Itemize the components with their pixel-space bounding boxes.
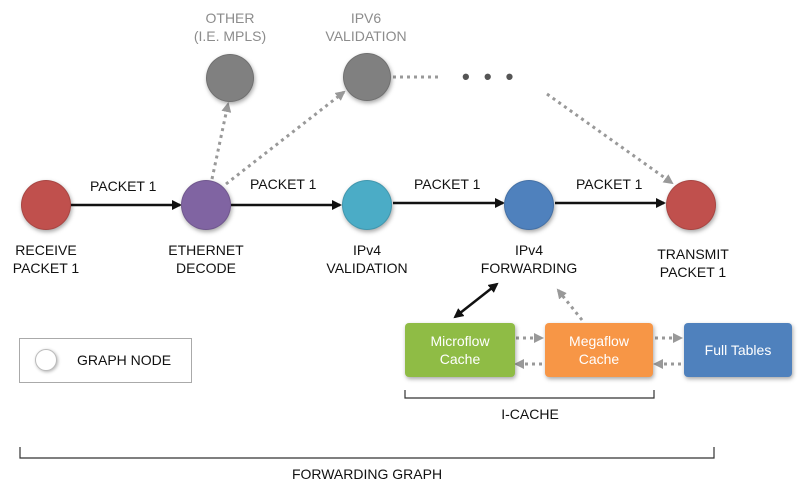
- edge-label-3: PACKET 1: [414, 176, 481, 192]
- edge-label-1: PACKET 1: [90, 178, 157, 194]
- edge-label-2: PACKET 1: [250, 176, 317, 192]
- node-ipv4-validation-label: IPv4 VALIDATION: [326, 242, 408, 276]
- node-transmit-label: TRANSMIT PACKET 1: [657, 246, 729, 280]
- edge-ethernet-ipv6: [225, 90, 346, 186]
- continuation-ellipsis: • • •: [462, 64, 518, 89]
- node-ethernet: [181, 180, 231, 230]
- node-ipv6: [343, 53, 391, 101]
- legend-node-icon: [35, 349, 57, 371]
- edge-label-4: PACKET 1: [576, 176, 643, 192]
- edge-continuation-transmit: [546, 92, 674, 185]
- microflow-cache-box: Microflow Cache: [405, 323, 515, 377]
- node-other: [206, 54, 254, 102]
- node-receive-label: RECEIVE PACKET 1: [12, 242, 80, 276]
- legend-label: GRAPH NODE: [77, 352, 172, 368]
- node-ipv6-label: IPV6 VALIDATION: [325, 10, 407, 44]
- icache-bracket: [404, 390, 655, 399]
- node-ipv4-forwarding: [504, 180, 554, 230]
- node-receive: [21, 180, 71, 230]
- edge-ethernet-other: [210, 102, 232, 180]
- icache-label: I-CACHE: [501, 406, 559, 422]
- edge-megaflow-ipv4fwd: [556, 288, 584, 321]
- node-ethernet-label: ETHERNET DECODE: [168, 242, 244, 276]
- forwarding-graph-label: FORWARDING GRAPH: [291, 466, 443, 482]
- node-ipv4-validation: [342, 180, 392, 230]
- node-other-label: OTHER (I.E. MPLS): [193, 10, 267, 44]
- edge-ipv4fwd-microflow: [453, 282, 499, 319]
- full-tables-box: Full Tables: [684, 323, 792, 377]
- node-ipv4-forwarding-label: IPv4 FORWARDING: [480, 242, 578, 276]
- forwarding-graph-bracket: [19, 447, 715, 459]
- megaflow-cache-box: Megaflow Cache: [545, 323, 653, 377]
- legend: GRAPH NODE: [19, 338, 192, 383]
- node-transmit: [666, 180, 716, 230]
